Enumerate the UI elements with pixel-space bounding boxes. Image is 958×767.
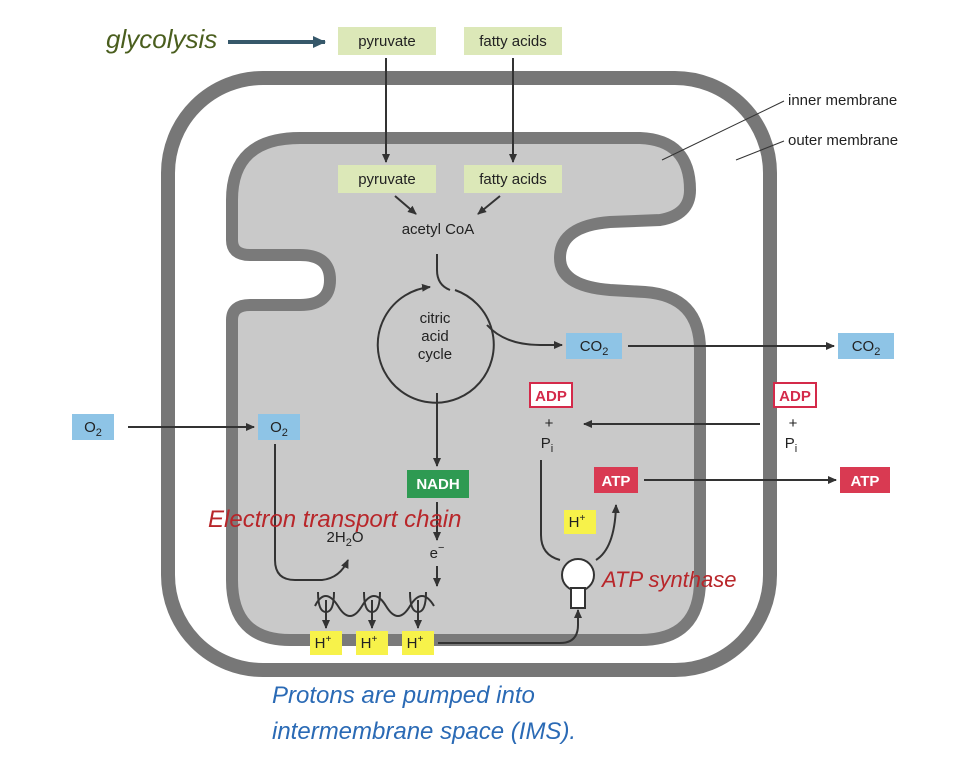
- o2-label-outer: O2: [84, 419, 102, 439]
- co2-box-inner: [566, 333, 622, 359]
- h-plus-box-1: [310, 631, 342, 655]
- fatty-to-acetyl-arrow: [477, 195, 501, 215]
- pyruvate-label-inner: pyruvate: [358, 171, 416, 188]
- etc-wave: [314, 595, 435, 617]
- atp-box-inner: [594, 467, 638, 493]
- proton-pump-2: [363, 591, 381, 629]
- water-label: 2H2O: [327, 529, 364, 549]
- atp-synthase-annotation: ATP synthase: [600, 567, 737, 592]
- o2-box-outer: [72, 414, 114, 440]
- atp-label-inner: ATP: [602, 473, 631, 490]
- adp-box-inner: [529, 382, 573, 408]
- etc-annotation: Electron transport chain: [208, 506, 461, 533]
- h-plus-box-2: [356, 631, 388, 655]
- co2-label-outer: CO2: [852, 338, 881, 358]
- atp-synthase: [561, 558, 595, 609]
- citric-cycle-circle: [376, 283, 495, 404]
- nadh-label: NADH: [416, 476, 459, 493]
- citric-label-1: citric: [420, 310, 451, 327]
- citric-label-3: cycle: [418, 346, 452, 363]
- pyruvate-label-top: pyruvate: [358, 33, 416, 50]
- o2-to-water-arrow: [274, 444, 349, 581]
- outer-membrane-pointer: [735, 140, 785, 161]
- co2-box-outer: [838, 333, 894, 359]
- h-plus-label-2: H+: [361, 634, 378, 652]
- atp-label-outer: ATP: [851, 473, 880, 490]
- electron-label: e−: [430, 542, 445, 562]
- acetyl-coa-label: acetyl CoA: [402, 221, 475, 238]
- pyruvate-to-acetyl-arrow: [394, 195, 417, 215]
- proton-pump-1: [317, 591, 335, 629]
- outer-membrane-label: outer membrane: [788, 132, 898, 149]
- fatty-acids-box-inner: [464, 165, 562, 193]
- h-plus-box-3: [402, 631, 434, 655]
- glycolysis-label: glycolysis: [106, 24, 217, 54]
- cycle-to-co2-arrow: [486, 324, 563, 349]
- adp-box-outer: [773, 382, 817, 408]
- proton-return-arrow: [438, 609, 582, 644]
- citric-label-2: acid: [421, 328, 449, 345]
- fatty-acids-label-top: fatty acids: [479, 33, 547, 50]
- adp-label-inner: ADP: [535, 388, 567, 405]
- fatty-acids-box-top: [464, 27, 562, 55]
- atp-box-outer: [840, 467, 890, 493]
- o2-label-inner: O2: [270, 419, 288, 439]
- pyruvate-box-top: [338, 27, 436, 55]
- acetyl-into-cycle: [436, 254, 451, 291]
- pi-inner: Pi: [541, 435, 553, 455]
- o2-box-inner: [258, 414, 300, 440]
- inner-membrane-label: inner membrane: [788, 92, 897, 109]
- plus-outer: +: [789, 415, 798, 432]
- protons-annotation-line1: Protons are pumped into: [272, 682, 535, 709]
- pyruvate-box-inner: [338, 165, 436, 193]
- co2-label-inner: CO2: [580, 338, 609, 358]
- plus-inner: +: [545, 415, 554, 432]
- synthase-to-atp-arrow: [595, 504, 620, 561]
- proton-pump-3: [409, 591, 427, 629]
- inner-membrane-pointer: [661, 100, 785, 161]
- h-plus-label-synthase: H+: [569, 513, 586, 531]
- adp-label-outer: ADP: [779, 388, 811, 405]
- inner-membrane: [226, 132, 706, 646]
- fatty-acids-label-inner: fatty acids: [479, 171, 547, 188]
- pi-outer: Pi: [785, 435, 797, 455]
- h-plus-box-synthase: [564, 510, 596, 534]
- adp-to-synthase-arrow: [540, 460, 561, 561]
- h-plus-label-1: H+: [315, 634, 332, 652]
- h-plus-label-3: H+: [407, 634, 424, 652]
- protons-annotation-line2: intermembrane space (IMS).: [272, 718, 576, 745]
- nadh-box: [407, 470, 469, 498]
